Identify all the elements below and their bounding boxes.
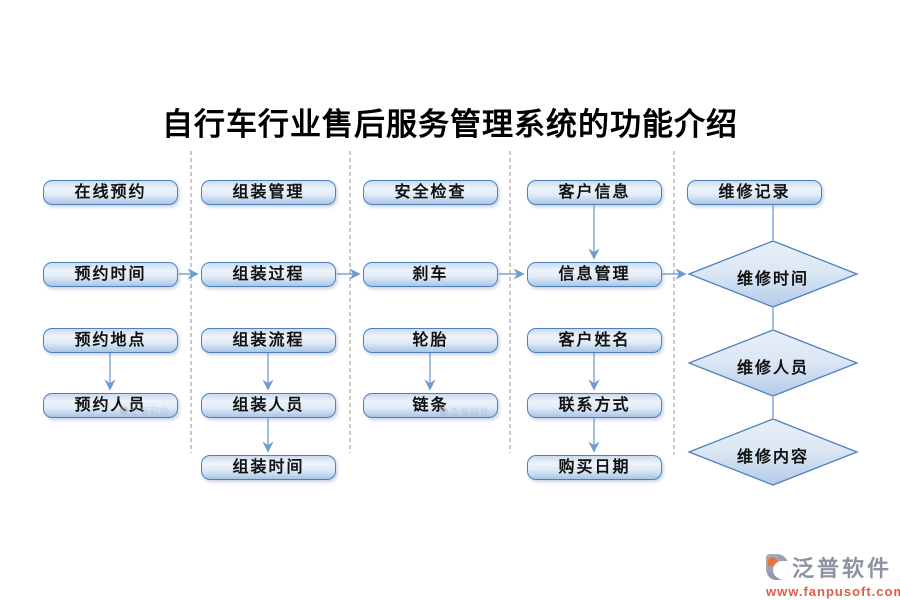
node-info-management: 信息管理 <box>527 262 662 287</box>
page-title: 自行车行业售后服务管理系统的功能介绍 <box>162 107 738 142</box>
node-safety-check: 安全检查 <box>363 180 498 205</box>
watermark: 泛普软件 <box>120 404 170 417</box>
column-separator-lines <box>190 151 675 455</box>
watermark-logo-icon <box>440 407 448 416</box>
diamond-repair-staff-label: 维修人员 <box>736 360 809 377</box>
flow-arrows <box>104 205 687 453</box>
node-contact-method: 联系方式 <box>527 393 662 418</box>
node-repair-record: 维修记录 <box>687 180 822 205</box>
vendor-logo: 泛普软件 www.fanpusoft.com <box>766 551 900 599</box>
node-assembly-management: 组装管理 <box>201 180 336 205</box>
repair-diamonds <box>687 240 859 486</box>
node-assembly-staff: 组装人员 <box>201 393 336 418</box>
node-booking-time: 预约时间 <box>43 262 178 287</box>
node-assembly-flow: 组装流程 <box>201 328 336 353</box>
node-chain: 链条 <box>363 393 498 418</box>
node-booking-staff: 预约人员 <box>43 393 178 418</box>
diamond-repair-time-label: 维修时间 <box>736 271 809 288</box>
node-customer-name: 客户姓名 <box>527 328 662 353</box>
watermark-logo-icon <box>120 406 128 415</box>
diamond-repair-content-shape <box>687 418 859 486</box>
node-tire: 轮胎 <box>363 328 498 353</box>
node-online-booking: 在线预约 <box>43 180 178 205</box>
node-customer-info: 客户信息 <box>527 180 662 205</box>
node-brake: 刹车 <box>363 262 498 287</box>
watermark-text: 泛普软件 <box>450 407 491 417</box>
watermark: 泛普软件 <box>440 405 490 418</box>
diamond-repair-staff-shape <box>687 329 859 397</box>
diamond-repair-content-label: 维修内容 <box>736 449 809 466</box>
watermark-text: 泛普软件 <box>130 406 171 416</box>
node-booking-place: 预约地点 <box>43 328 178 353</box>
fanpu-logo-icon <box>766 554 789 580</box>
vendor-website: www.fanpusoft.com <box>766 584 900 599</box>
node-assembly-time: 组装时间 <box>201 455 336 480</box>
node-assembly-process: 组装过程 <box>201 262 336 287</box>
vendor-name: 泛普软件 <box>792 556 893 581</box>
node-purchase-date: 购买日期 <box>527 455 662 480</box>
diamond-repair-time-shape <box>687 240 859 308</box>
